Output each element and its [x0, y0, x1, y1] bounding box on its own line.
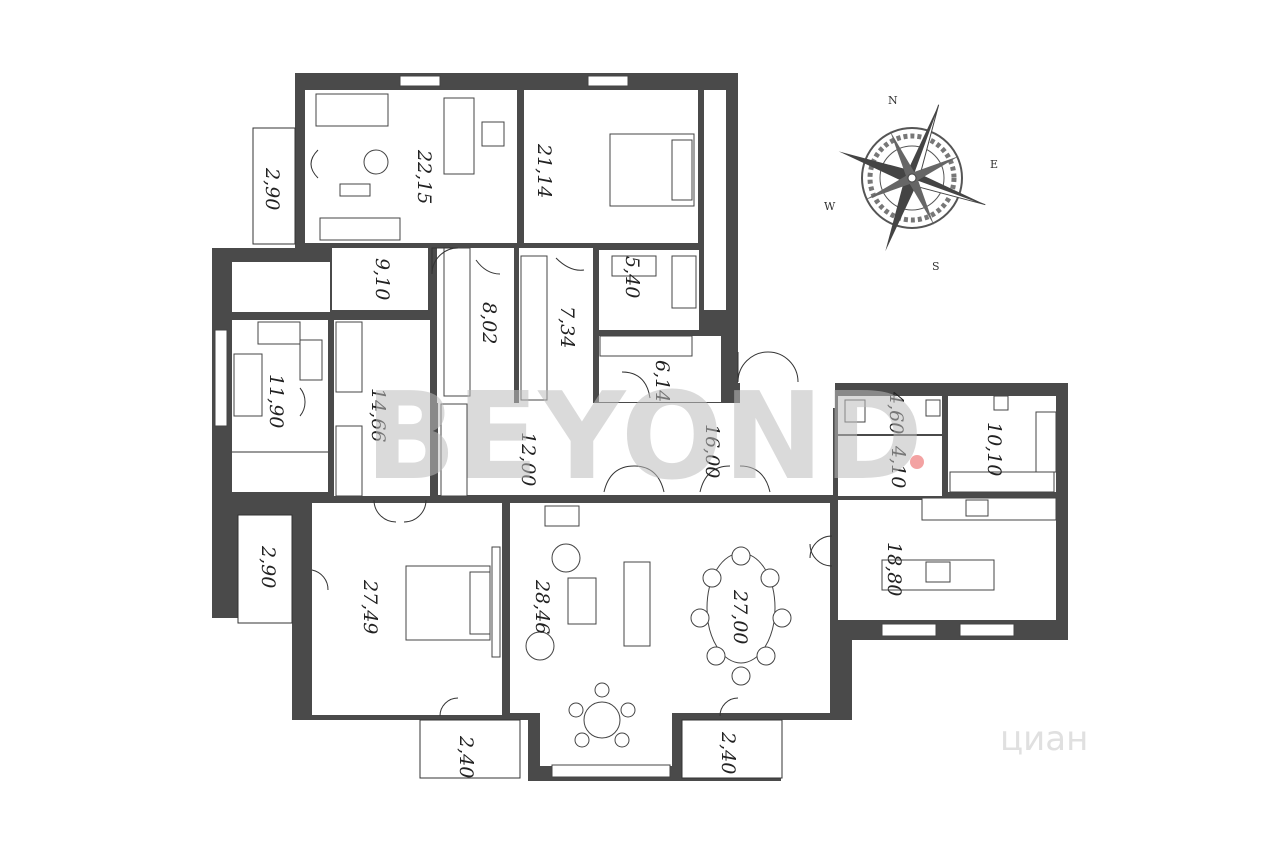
- room-area-label: 4,10: [887, 445, 909, 488]
- room-area-label: 2,90: [257, 545, 279, 588]
- wardrobes: [335, 247, 1057, 497]
- compass-north: N: [888, 94, 898, 107]
- room-area-label: 10,10: [983, 422, 1005, 476]
- room-area-label: 21,14: [533, 143, 555, 198]
- compass-west: W: [824, 200, 836, 213]
- room-area-label: 16,00: [701, 424, 723, 478]
- room-area-label: 4,60: [885, 391, 907, 434]
- room-area-label: 7,34: [556, 306, 578, 348]
- furniture: [233, 93, 1057, 748]
- watermark-text: BEYOND: [365, 368, 923, 507]
- room-area-label: 6,14: [651, 360, 673, 402]
- watermark-dot: [910, 455, 924, 469]
- compass-south: S: [932, 260, 940, 273]
- floors: [232, 90, 1056, 778]
- room-area-label: 2,90: [261, 167, 283, 210]
- compass-rose: [838, 104, 986, 252]
- room-area-label: 14,66: [367, 388, 389, 442]
- room-area-label: 11,90: [265, 374, 287, 428]
- room-area-label: 2,40: [455, 735, 477, 778]
- doors: [299, 149, 833, 717]
- compass-east: E: [990, 158, 998, 171]
- room-area-label: 27,49: [359, 579, 381, 634]
- room-area-label: 27,00: [729, 589, 751, 644]
- room-area-label: 8,02: [478, 302, 500, 344]
- room-area-label: 22,15: [413, 149, 435, 204]
- room-area-label: 9,10: [371, 258, 393, 300]
- room-area-label: 18,80: [883, 542, 905, 596]
- room-area-label: 12,00: [517, 432, 539, 486]
- windows: [214, 75, 1015, 778]
- room-labels: 22,15 21,14 2,90 9,10 5,40 8,02 7,34 11,…: [257, 143, 1005, 778]
- room-area-label: 2,40: [717, 731, 739, 774]
- room-outlines: [232, 127, 783, 779]
- room-area-label: 5,40: [621, 256, 643, 298]
- room-area-label: 28,46: [531, 579, 553, 634]
- corner-watermark: циан: [1000, 719, 1088, 759]
